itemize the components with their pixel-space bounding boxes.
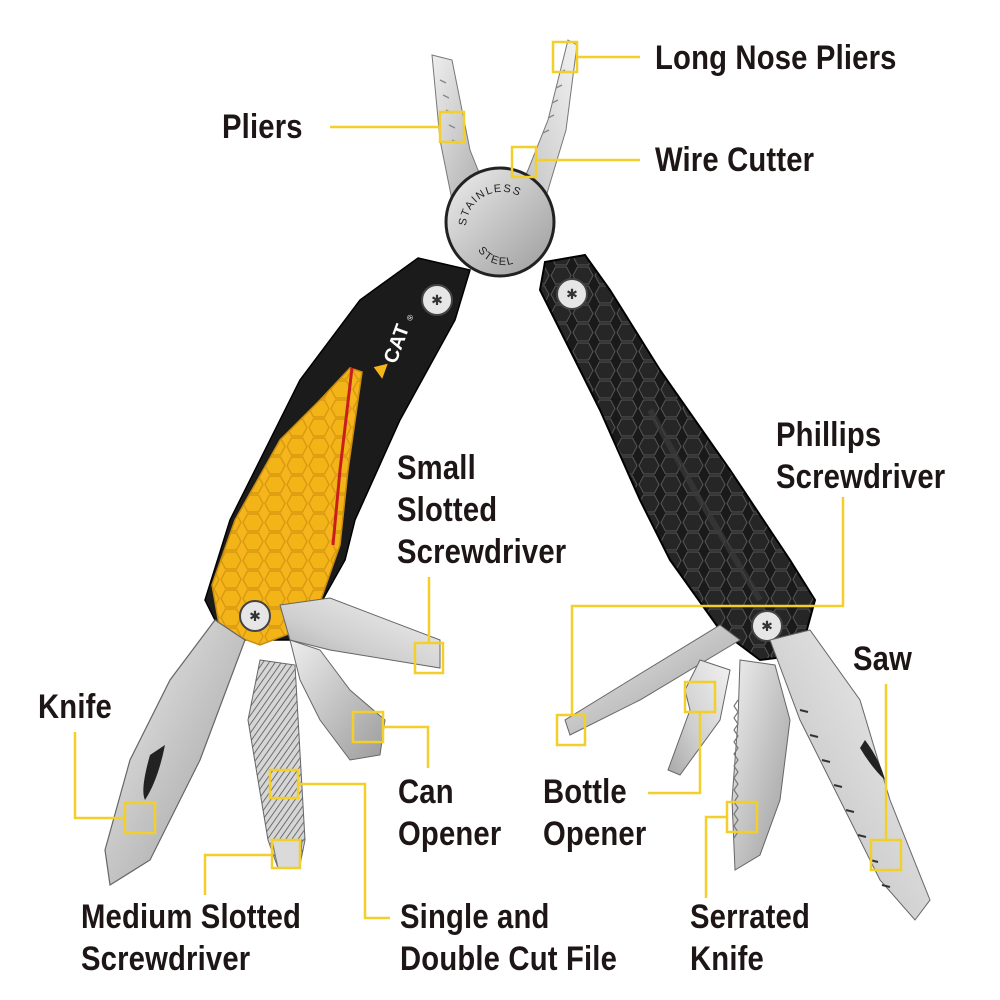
label-small-slotted-screwdriver: Small Slotted Screwdriver (397, 449, 567, 571)
label-long-nose-pliers: Long Nose Pliers (655, 39, 897, 77)
svg-text:✱: ✱ (761, 618, 773, 634)
label-knife: Knife (38, 688, 112, 726)
callouts (73, 40, 903, 920)
label-bottle-opener: Bottle Opener (543, 773, 647, 853)
callout-line-bottle-opener (648, 712, 702, 795)
callout-line-file (298, 782, 390, 920)
right-handle: ✱ ✱ (538, 253, 817, 662)
callout-line-can-opener (383, 725, 430, 768)
svg-text:✱: ✱ (566, 286, 578, 302)
left-tools (104, 597, 441, 886)
svg-text:✱: ✱ (431, 292, 443, 308)
callout-line-knife (73, 732, 125, 820)
label-single-double-cut-file: Single and Double Cut File (400, 898, 618, 978)
label-phillips-screwdriver: Phillips Screwdriver (776, 416, 946, 496)
label-saw: Saw (853, 640, 913, 678)
label-serrated-knife: Serrated Knife (690, 898, 811, 978)
callout-box-wire-cutter (510, 145, 538, 179)
label-pliers: Pliers (222, 108, 303, 146)
svg-text:®: ® (405, 313, 416, 322)
callout-line-phillips-screwdriver (570, 497, 845, 715)
pivot-disc: STAINLESS STEEL (444, 166, 556, 278)
left-handle: ✱ ✱ CAT ® (204, 257, 471, 646)
label-can-opener: Can Opener (398, 773, 502, 853)
callout-line-serrated-knife (704, 815, 727, 898)
label-medium-slotted-screwdriver: Medium Slotted Screwdriver (81, 898, 302, 978)
label-wire-cutter: Wire Cutter (655, 141, 815, 179)
callout-line-medium-slotted-screwdriver (203, 853, 272, 895)
svg-text:✱: ✱ (249, 608, 261, 624)
